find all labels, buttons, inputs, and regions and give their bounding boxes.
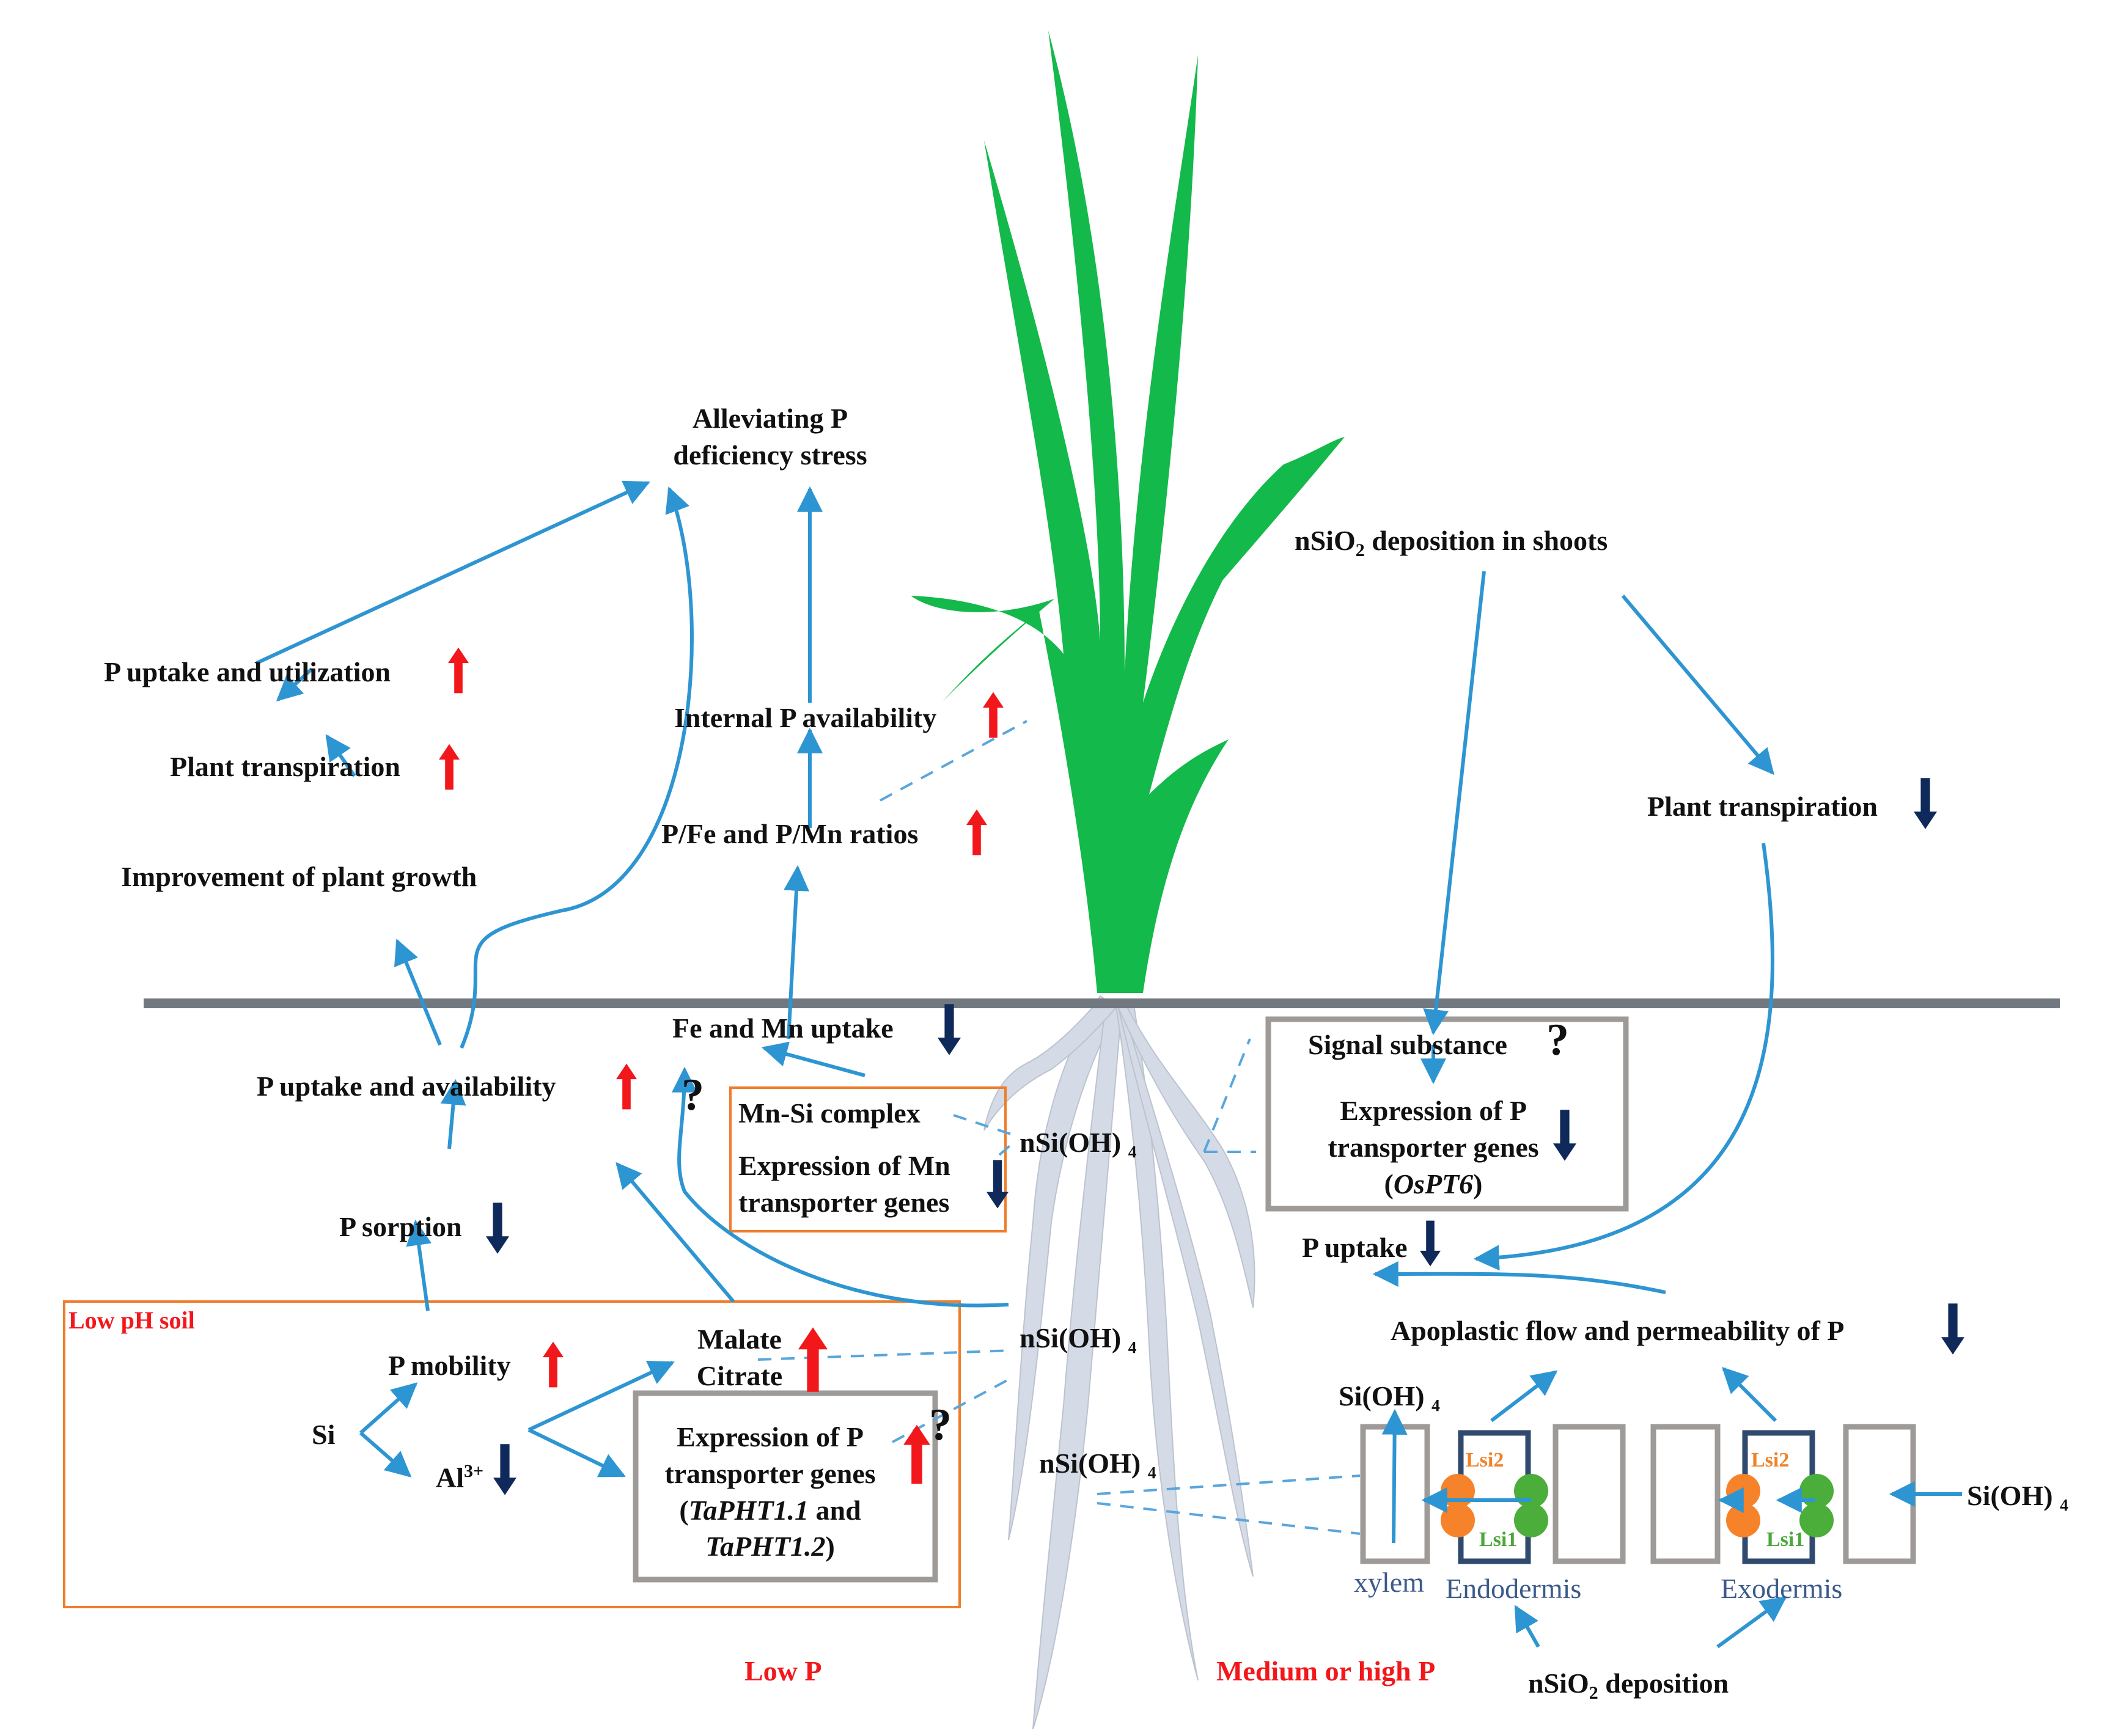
- citrate-text: Citrate: [696, 1360, 783, 1391]
- al-text: Al: [436, 1462, 464, 1493]
- nsio2-shoots-label: nSiO2 deposition in shoots: [1295, 522, 1608, 562]
- expr-mn-label: Expression of Mn transporter genes: [738, 1148, 950, 1221]
- nsioh4-label-c: nSi(OH) ₄: [1039, 1448, 1156, 1479]
- fe-mn-uptake-label: Fe and Mn uptake: [672, 1013, 894, 1044]
- plant-shoot: [911, 31, 1345, 993]
- soil-surface-line: [144, 998, 2060, 1008]
- tapht11-gene: TaPHT1.1: [688, 1494, 809, 1526]
- lsi2-label-b: Lsi2: [1751, 1449, 1790, 1471]
- expr-p-left-line-1: Expression of P: [677, 1421, 864, 1452]
- nsio2-subscript: 2: [1355, 540, 1365, 561]
- al-label: Al3+: [436, 1459, 483, 1496]
- alleviating-label: Alleviating P deficiency stress: [636, 400, 905, 474]
- flow-arrows: [255, 480, 1962, 1649]
- nsioh4-label-a: nSi(OH) ₄: [1020, 1127, 1137, 1158]
- xylem-label: xylem: [1354, 1567, 1424, 1598]
- si-label: Si: [312, 1419, 336, 1450]
- p-uptake-utilization-label: P uptake and utilization: [104, 656, 391, 687]
- expr-p-right-line-1: Expression of P: [1340, 1095, 1527, 1126]
- p-mobility-label: P mobility: [388, 1350, 511, 1381]
- question-mark-expr: ?: [929, 1400, 952, 1450]
- question-mark-fe: ?: [682, 1070, 704, 1120]
- deposition-shoots-text: deposition in shoots: [1364, 525, 1608, 556]
- signal-substance-label: Signal substance: [1308, 1029, 1507, 1060]
- expr-mn-line-2: transporter genes: [738, 1186, 950, 1218]
- tapht12-line: TaPHT1.2): [705, 1531, 835, 1562]
- expr-p-left-line-2: transporter genes: [664, 1457, 876, 1489]
- endodermis-label: Endodermis: [1446, 1573, 1582, 1604]
- plant-transpiration-left-label: Plant transpiration: [170, 751, 400, 782]
- nsioh4-label-b: nSi(OH) ₄: [1020, 1322, 1137, 1353]
- p-uptake-right-label: P uptake: [1302, 1232, 1408, 1263]
- alleviating-line-2: deficiency stress: [673, 439, 867, 471]
- tapht12-gene: TaPHT1.2: [705, 1531, 826, 1562]
- internal-p-label: Internal P availability: [674, 702, 937, 733]
- low-ph-soil-box: [63, 1300, 961, 1608]
- question-mark-signal: ?: [1546, 1015, 1569, 1065]
- sioh4-left-label: Si(OH) ₄: [1339, 1380, 1440, 1412]
- ospt6-gene: OsPT6: [1393, 1168, 1474, 1199]
- mn-si-complex-label: Mn-Si complex: [738, 1097, 921, 1129]
- exodermis-label: Exodermis: [1721, 1573, 1843, 1604]
- sioh4-right-label: Si(OH) ₄: [1967, 1480, 2068, 1511]
- tapht11-line: (TaPHT1.1 and: [679, 1494, 861, 1526]
- deposition-text: deposition: [1598, 1668, 1729, 1699]
- medium-high-p-label: Medium or high P: [1216, 1655, 1436, 1687]
- expr-p-left-label: Expression of P transporter genes (TaPHT…: [642, 1419, 898, 1565]
- plant-roots: [983, 995, 1255, 1730]
- ospt6-line: (OsPT6): [1384, 1168, 1483, 1199]
- improvement-growth-label: Improvement of plant growth: [121, 861, 477, 892]
- nsio2-dep-subscript: 2: [1589, 1683, 1598, 1704]
- al-superscript: 3+: [464, 1461, 484, 1481]
- pfe-pmn-label: P/Fe and P/Mn ratios: [661, 818, 919, 849]
- expr-p-left-box: [633, 1390, 938, 1583]
- low-ph-soil-label: Low pH soil: [68, 1306, 195, 1334]
- p-sorption-label: P sorption: [339, 1211, 462, 1242]
- mn-si-box: [729, 1086, 1007, 1232]
- expr-mn-line-1: Expression of Mn: [738, 1150, 950, 1181]
- dashed-connectors: [757, 720, 1361, 1535]
- nsio2-dep-text: nSiO: [1528, 1668, 1589, 1699]
- expr-p-right-label: Expression of P transporter genes (OsPT6…: [1290, 1093, 1577, 1202]
- malate-text: Malate: [697, 1324, 782, 1355]
- nsio2-text: nSiO: [1295, 525, 1356, 556]
- p-uptake-availability-label: P uptake and availability: [257, 1071, 556, 1102]
- expr-p-right-line-2: transporter genes: [1328, 1131, 1539, 1163]
- lsi1-label-b: Lsi1: [1766, 1528, 1805, 1551]
- and-text: and: [809, 1494, 861, 1526]
- low-p-label: Low P: [744, 1655, 822, 1687]
- lsi2-label-a: Lsi2: [1466, 1449, 1504, 1471]
- apoplastic-label: Apoplastic flow and permeability of P: [1391, 1315, 1845, 1346]
- nsio2-deposition-label: nSiO2 deposition: [1528, 1665, 1729, 1705]
- alleviating-line-1: Alleviating P: [692, 403, 848, 434]
- lsi1-label-a: Lsi1: [1479, 1528, 1518, 1551]
- malate-citrate-label: Malate Citrate: [678, 1321, 801, 1394]
- plant-transpiration-right-label: Plant transpiration: [1647, 791, 1878, 822]
